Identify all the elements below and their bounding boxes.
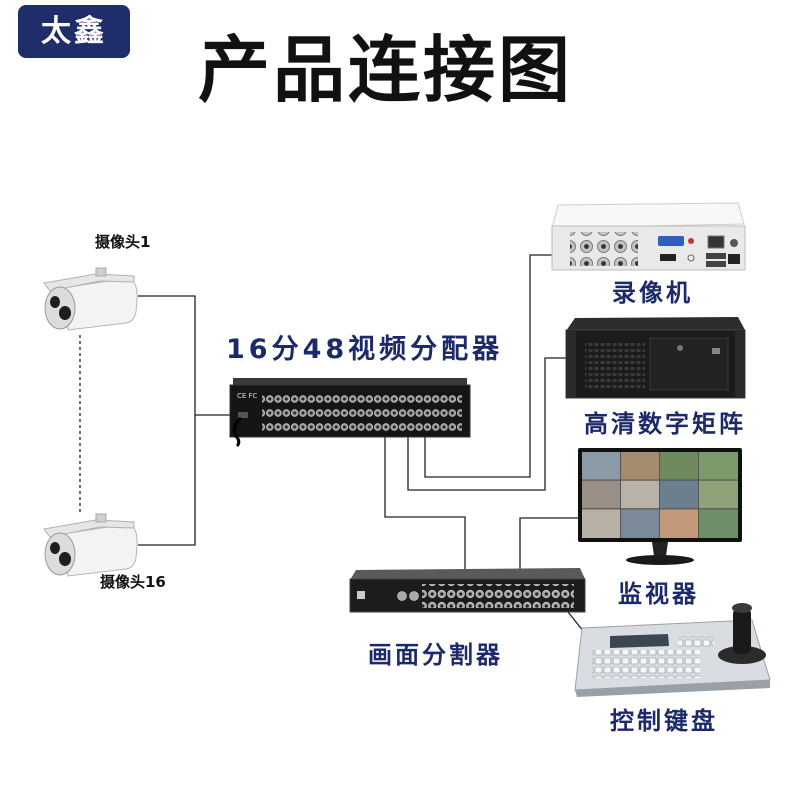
monitor-neck: [652, 542, 668, 556]
distributor-connector-array: [262, 389, 462, 431]
matrix-label: 高清数字矩阵: [584, 410, 746, 438]
keyboard-label: 控制键盘: [610, 707, 718, 735]
dvr-bnc-inputs: [570, 232, 638, 266]
monitor-label: 监视器: [618, 580, 699, 608]
monitor-video-tile: [660, 509, 698, 538]
link-splitter-to-monitor: [520, 518, 579, 570]
matrix-rack-ear: [735, 330, 745, 398]
dvr-usb-port: [706, 253, 726, 259]
camera-1: [44, 268, 137, 330]
dvr-hdmi-port: [660, 254, 676, 261]
monitor-video-tile: [582, 452, 620, 480]
dvr-device: [552, 203, 745, 270]
camera-lens: [50, 296, 60, 308]
joystick-shaft: [733, 608, 751, 654]
splitter-top: [350, 568, 585, 580]
monitor-video-tile: [660, 452, 698, 480]
camera-mount: [96, 514, 106, 522]
camera-front-face: [45, 533, 75, 575]
dvr-vga-port: [658, 236, 684, 246]
camera-mount: [96, 268, 106, 276]
monitor-base: [626, 555, 694, 565]
distributor-label: 16分48视频分配器: [226, 334, 503, 366]
brand-badge: 太鑫: [18, 5, 130, 58]
splitter-connector-array: [422, 584, 574, 608]
matrix-top: [566, 317, 745, 331]
matrix-vents: [585, 343, 645, 388]
matrix-lock: [677, 345, 683, 351]
camera-lens: [59, 552, 71, 566]
splitter-power-switch: [357, 591, 365, 599]
dvr-top: [552, 203, 744, 228]
link-distributor-to-dvr: [425, 255, 552, 477]
keyboard-keypad: [592, 650, 700, 678]
camera-lens: [59, 306, 71, 320]
monitor-video-tile: [621, 452, 659, 480]
camera-1-label: 摄像头1: [95, 233, 150, 251]
camera-front-face: [45, 287, 75, 329]
distributor-marking: CE FC: [237, 392, 258, 400]
page-title: 产品连接图: [198, 34, 573, 106]
dvr-label: 录像机: [612, 279, 693, 307]
dvr-audio-port: [688, 255, 694, 261]
splitter-label: 画面分割器: [368, 641, 503, 669]
link-camera-1: [138, 296, 195, 415]
matrix-rack-ear: [566, 330, 576, 398]
splitter-device: [350, 568, 585, 612]
monitor-video-tile: [621, 481, 659, 509]
matrix-door-panel: [650, 338, 728, 390]
dvr-power-jack: [728, 254, 740, 264]
dvr-power-button: [730, 239, 738, 247]
keyboard-device: [575, 603, 770, 697]
video-distributor-device: CE FC: [230, 378, 470, 446]
link-camera-16: [138, 415, 195, 545]
camera-16: [44, 514, 137, 576]
monitor-video-tile: [621, 509, 659, 538]
camera-lens: [50, 542, 60, 554]
keyboard-function-keys: [678, 636, 714, 648]
matrix-device: [566, 317, 745, 398]
power-switch: [238, 412, 248, 418]
monitor-video-tile: [582, 509, 620, 538]
splitter-output-port: [398, 592, 407, 601]
matrix-logo: [712, 348, 720, 354]
monitor-video-tile: [699, 481, 738, 509]
monitor-video-tile: [699, 452, 738, 480]
dvr-network-port: [708, 236, 724, 248]
splitter-output-port: [410, 592, 419, 601]
joystick-top: [732, 603, 752, 613]
monitor-video-tile: [660, 481, 698, 509]
camera-16-label: 摄像头16: [100, 573, 166, 591]
keyboard-lcd: [610, 634, 669, 648]
monitor-video-tile: [582, 481, 620, 509]
dvr-audio-port: [688, 238, 694, 244]
monitor-device: [578, 448, 742, 565]
dvr-usb-port: [706, 261, 726, 267]
monitor-video-tile: [699, 509, 738, 538]
